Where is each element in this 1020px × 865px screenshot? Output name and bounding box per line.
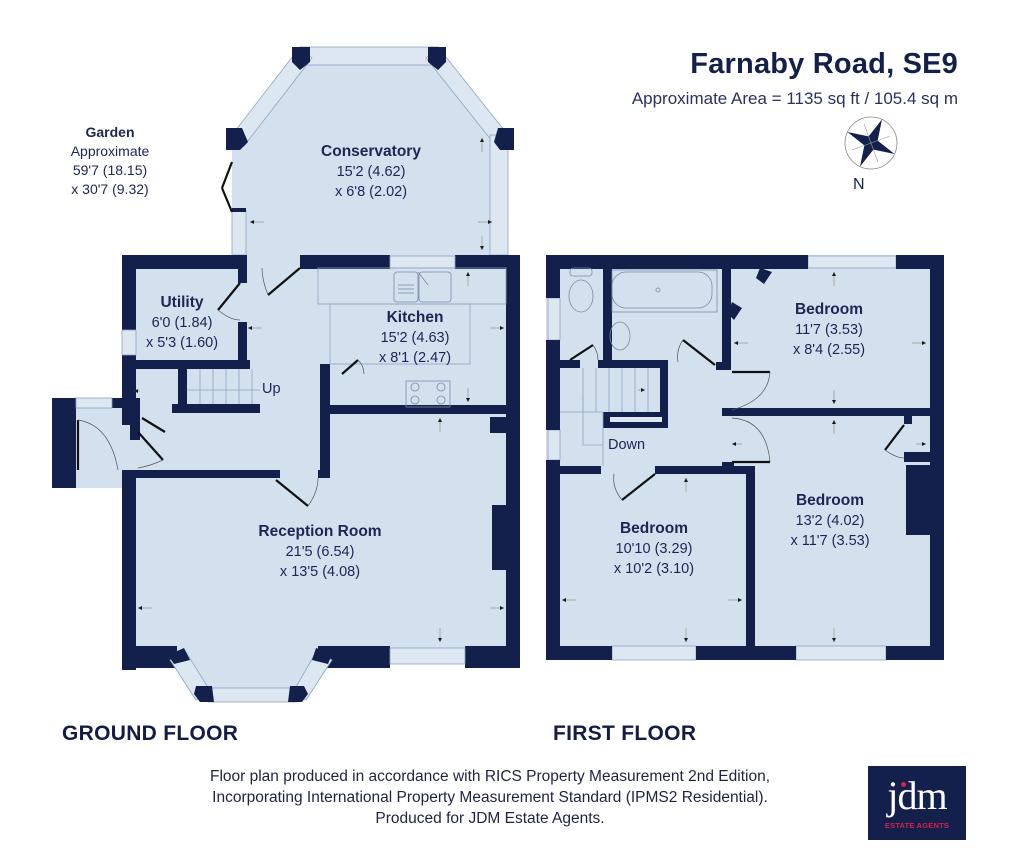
first-floor-label: FIRST FLOOR [553, 722, 697, 745]
garden-name: Garden [85, 124, 135, 140]
sink-icon [393, 271, 452, 303]
jdm-logo: jdm ESTATE AGENTS [868, 766, 966, 840]
stairs-down-label: Down [608, 437, 646, 453]
first-floor-dimension-arrows [562, 272, 926, 642]
room-bedroom-3: Bedroom 10'10 (3.29) x 10'2 (3.10) [613, 520, 695, 577]
garden-label: Garden Approximate 59'7 (18.15) x 30'7 (… [50, 123, 170, 199]
room-utility: Utility 6'0 (1.84) x 5'3 (1.60) [145, 294, 219, 351]
first-floor-walls [546, 255, 944, 660]
conservatory-floor [232, 47, 508, 255]
stairs-down [560, 368, 649, 466]
room-conservatory: Conservatory 15'2 (4.62) x 6'8 (2.02) [321, 143, 421, 200]
footer-disclaimer: Floor plan produced in accordance with R… [209, 768, 770, 827]
bathroom-fixtures [568, 267, 718, 351]
room-bedroom-1: Bedroom 11'7 (3.53) x 8'4 (2.55) [792, 301, 866, 358]
room-kitchen: Kitchen 15'2 (4.63) x 8'1 (2.47) [378, 309, 452, 366]
stairs-up-label: Up [262, 381, 281, 397]
approximate-area: Approximate Area = 1135 sq ft / 105.4 sq… [631, 89, 958, 108]
logo-dot [901, 782, 906, 787]
ground-floor-plan [52, 46, 520, 703]
ground-doors [76, 161, 359, 507]
garden-note: Approximate [70, 143, 150, 159]
logo-text: jdm [887, 773, 947, 818]
room-bedroom-2: Bedroom 13'2 (4.02) x 11'7 (3.53) [790, 492, 870, 549]
first-floor-doors [569, 339, 905, 501]
logo-subtext: ESTATE AGENTS [884, 821, 950, 830]
compass-north-label: N [853, 176, 865, 193]
room-reception: Reception Room 21'5 (6.54) x 13'5 (4.08) [258, 523, 382, 580]
garden-dim2: x 30'7 (9.32) [71, 181, 149, 197]
property-title: Farnaby Road, SE9 [690, 48, 958, 80]
ground-walls [52, 255, 520, 670]
compass-rose-icon [844, 116, 898, 170]
ground-floor-label: GROUND FLOOR [62, 722, 239, 745]
ground-dimension-arrows [134, 138, 504, 642]
reception-floor [122, 470, 520, 700]
hob-icon [405, 380, 451, 408]
garden-dim1: 59'7 (18.15) [72, 162, 148, 178]
first-floor-plan [546, 255, 944, 661]
stairs-up [187, 369, 260, 404]
